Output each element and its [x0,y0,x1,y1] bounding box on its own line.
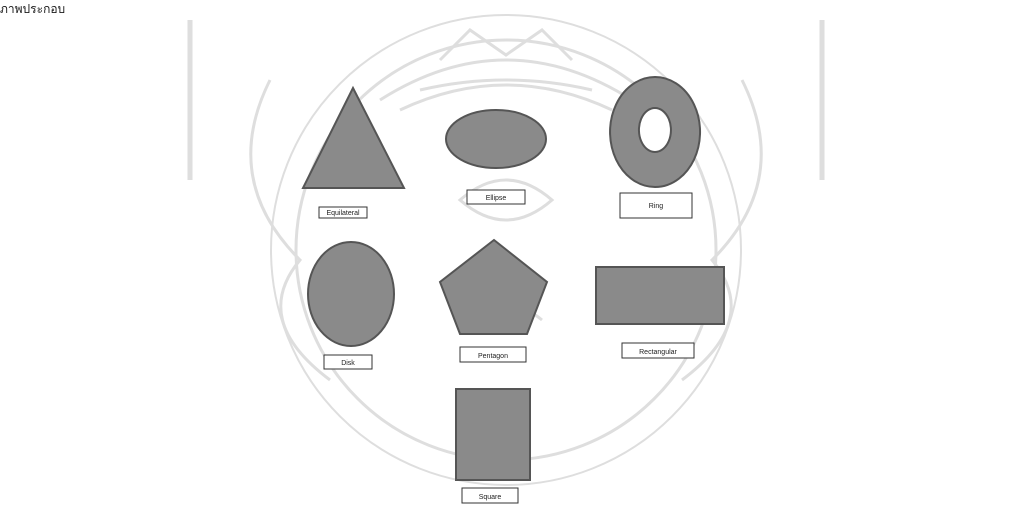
equilateral-group: Equilateral [303,88,404,218]
ring-label-box: Ring [620,193,692,218]
pentagon-group: Pentagon [440,240,547,362]
ellipse-group: Ellipse [446,110,546,204]
square-group: Square [456,389,530,503]
pentagon-label-box: Pentagon [460,347,526,362]
rectangular-label-box: Rectangular [622,343,694,358]
ring-group: Ring [610,77,700,218]
square-label-box: Square [462,488,518,503]
square-shape [456,389,530,480]
square-label: Square [479,494,502,501]
pentagon-shape [440,240,547,334]
ellipse-label: Ellipse [486,195,507,202]
rectangular-label: Rectangular [639,349,677,356]
disk-shape [308,242,394,346]
disk-group: Disk [308,242,394,369]
triangle-shape [303,88,404,188]
ellipse-shape [446,110,546,168]
pentagon-label: Pentagon [478,353,508,360]
equilateral-label-box: Equilateral [319,207,367,218]
ring-label: Ring [649,203,664,210]
rectangle-shape [596,267,724,324]
equilateral-label: Equilateral [326,210,360,217]
disk-label: Disk [341,360,355,367]
ring-shape [610,77,700,187]
ellipse-label-box: Ellipse [467,190,525,204]
disk-label-box: Disk [324,355,372,369]
rectangular-group: Rectangular [596,267,724,358]
